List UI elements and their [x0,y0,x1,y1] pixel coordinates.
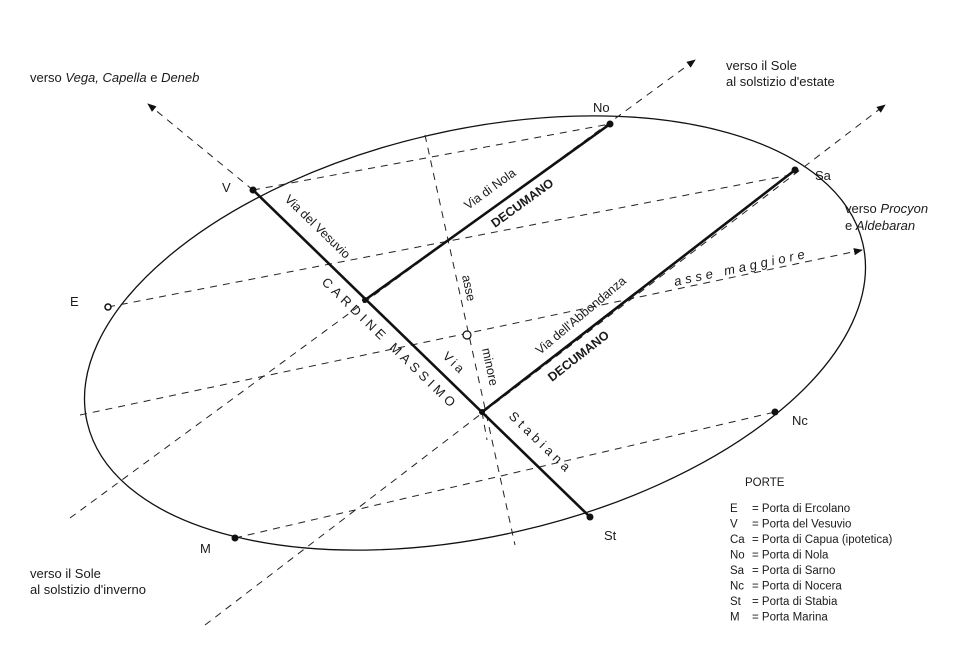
e-sa-line [107,174,791,308]
asse-maggiore-line [79,248,863,416]
decumano-nola-road [364,122,611,302]
legend-gate-name: = Porta Marina [752,612,828,624]
winter-solstice-label-2: al solstizio d'inverno [30,582,146,597]
asse-minore-label-2: minore [479,347,501,387]
asse-minore-label-1: asse [459,274,478,303]
legend-code: Ca [730,534,745,546]
legend-code: E [730,503,738,515]
legend-gate-name: = Porta di Nocera [752,581,842,593]
gate-E-dot [104,303,112,311]
procyon-label-1: verso Procyon [845,201,928,216]
decumano-abbondanza-road [481,168,796,414]
vega-direction-line [147,103,254,191]
legend-gate-name: = Porta di Ercolano [752,503,850,515]
junction-dot [479,409,485,415]
legend-gate-name: = Porta di Nola [752,550,829,562]
legend-title: PORTE [745,477,785,489]
gate-label-St: St [604,528,617,543]
gate-Nc-dot [771,408,779,416]
gate-V-dot [249,186,257,194]
winter-solstice-label-1: verso il Sole [30,566,101,581]
legend-code: Sa [730,565,745,577]
cardine-extension-line [481,411,488,441]
cardine-massimo-label: CARDINE MASSIMO [319,274,461,412]
summer-solstice-label-2: al solstizio d'estate [726,74,835,89]
cardine-massimo-road [252,189,591,518]
procyon-label-2: e Aldebaran [845,218,915,233]
gate-label-E: E [70,294,79,309]
gate-Sa-dot [791,166,799,174]
gate-label-Sa: Sa [815,168,832,183]
gate-label-V: V [222,180,231,195]
legend-gate-name: = Porta del Vesuvio [752,519,851,531]
ellipse-center-marker [462,330,472,340]
gate-No-dot [606,120,614,128]
vega-direction-label: verso Vega, Capella e Deneb [30,70,199,85]
legend-code: St [730,596,742,608]
gate-label-No: No [593,100,610,115]
gate-label-Nc: Nc [792,413,808,428]
summer-solstice-label-1: verso il Sole [726,58,797,73]
city-ellipse [83,115,867,551]
legend-code: No [730,550,745,562]
gate-St-dot [586,513,594,521]
v-no-line [252,123,611,191]
legend-gate-name: = Porta di Capua (ipotetica) [752,534,892,546]
legend-code: M [730,612,740,624]
legend-code: Nc [730,581,744,593]
legend-gate-name: = Porta di Sarno [752,565,835,577]
junction-dot [362,297,368,303]
gate-M-dot [231,534,239,542]
m-nc-line [234,411,776,539]
via-label: Via [440,349,469,378]
legend-code: V [730,519,738,531]
legend-gate-name: = Porta di Stabia [752,596,838,608]
gate-label-M: M [200,541,211,556]
asse-minore-line [424,134,516,546]
